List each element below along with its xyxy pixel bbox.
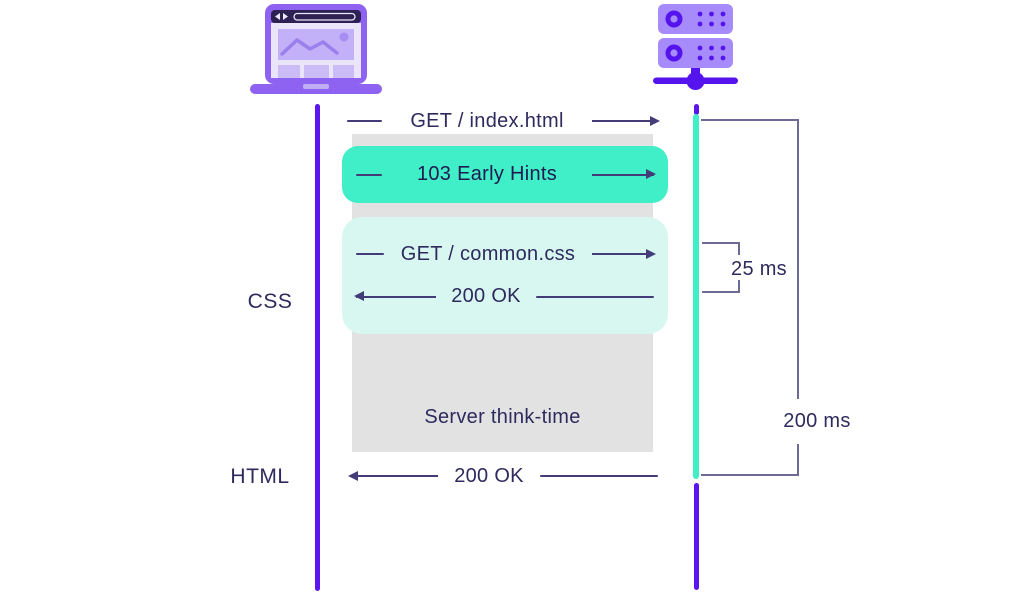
hint-window-bracket-top xyxy=(702,242,740,255)
forward-arrow-icon xyxy=(283,13,288,20)
message-get-index: GET / index.html xyxy=(347,108,660,134)
message-tail-line xyxy=(356,173,382,176)
timing-total: 200 ms xyxy=(783,410,851,432)
message-label: 103 Early Hints xyxy=(416,163,558,185)
message-html-ok: 200 OK xyxy=(348,463,658,489)
image-placeholder-sun xyxy=(339,32,349,42)
server-rack-icon xyxy=(653,4,738,90)
arrow-right-icon xyxy=(592,169,656,179)
server-timeline-top xyxy=(694,104,699,115)
timing-hint-window: 25 ms xyxy=(731,258,787,280)
message-tail-line xyxy=(536,295,654,298)
arrow-right-icon xyxy=(592,115,660,126)
server-think-time-label: Server think-time xyxy=(424,406,581,428)
message-css-ok: 200 OK xyxy=(354,285,654,308)
total-time-bracket-top xyxy=(701,119,799,399)
total-time-bracket-bottom xyxy=(701,444,799,476)
message-label: 200 OK xyxy=(454,464,524,487)
browser-laptop-icon xyxy=(250,4,382,94)
message-get-css: GET / common.css xyxy=(356,242,656,266)
message-label: 200 OK xyxy=(451,285,521,308)
arrow-left-icon xyxy=(348,470,438,481)
hint-window-bracket-bottom xyxy=(702,280,740,293)
network-node xyxy=(686,72,705,90)
message-tail-line xyxy=(347,120,382,122)
back-arrow-icon xyxy=(275,13,280,20)
server-timeline-bottom xyxy=(694,483,699,590)
image-placeholder-mountains xyxy=(280,38,339,56)
message-label: GET / common.css xyxy=(400,242,576,265)
arrow-right-icon xyxy=(592,248,656,259)
early-hints-box: 103 Early Hints xyxy=(342,146,668,203)
lane-label-css: CSS xyxy=(247,290,293,313)
message-label: GET / index.html xyxy=(410,109,564,132)
message-tail-line xyxy=(356,253,384,256)
server-active-period xyxy=(693,114,699,479)
arrow-left-icon xyxy=(354,291,436,302)
url-bar xyxy=(293,12,356,21)
css-exchange-box: GET / common.css 200 OK xyxy=(342,217,668,334)
lane-label-html: HTML xyxy=(230,465,290,488)
client-timeline xyxy=(315,104,320,591)
message-tail-line xyxy=(540,475,658,477)
